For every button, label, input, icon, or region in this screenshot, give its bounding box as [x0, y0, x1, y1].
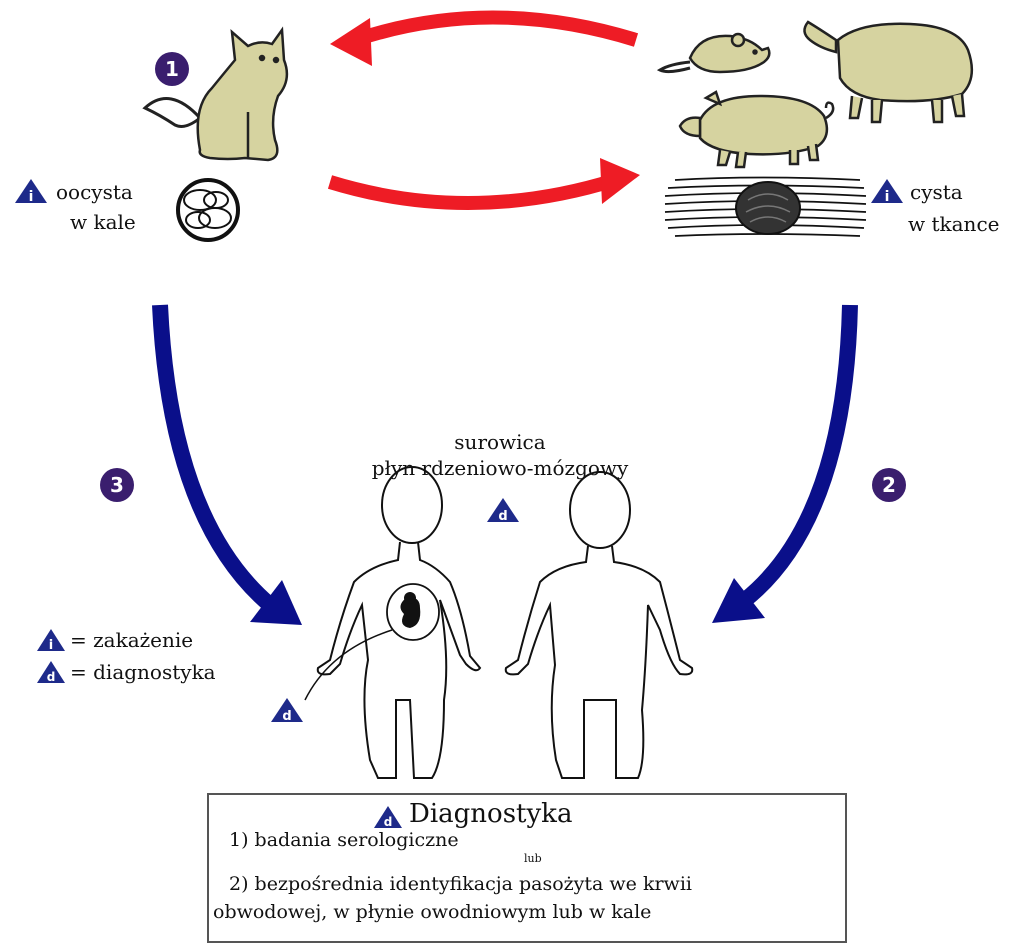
- cyst-label-line2: w tkance: [908, 212, 999, 236]
- tissue-cyst-icon: [665, 178, 866, 237]
- csf-label: płyn rdzeniowo-mózgowy: [320, 456, 680, 480]
- sheep-icon: [804, 22, 971, 122]
- diagnostics-badge: d: [373, 805, 403, 829]
- cat-icon: [145, 30, 287, 160]
- svg-text:i: i: [885, 189, 890, 204]
- legend-diagnosis-badge: d: [36, 660, 66, 684]
- legend-infection-badge: i: [36, 628, 66, 652]
- oocyst-label-line1: oocysta: [56, 180, 133, 204]
- step-1-badge: 1: [155, 52, 189, 86]
- diagnostics-item-1: 1) badania serologiczne: [229, 829, 459, 851]
- svg-text:d: d: [384, 815, 393, 829]
- infection-badge-cyst: i: [870, 178, 904, 204]
- diagnostics-or: lub: [524, 852, 542, 865]
- blue-arrow-left: [160, 305, 302, 625]
- diagnostics-item-2-line1: 2) bezpośrednia identyfikacja pasożyta w…: [229, 873, 692, 895]
- mouse-icon: [660, 34, 769, 72]
- legend-diagnosis-label: = diagnostyka: [70, 660, 216, 684]
- diagnosis-badge-serum: d: [486, 497, 520, 523]
- oocyst-label-line2: w kale: [70, 210, 136, 234]
- cyst-label-line1: cysta: [910, 180, 963, 204]
- diagnostics-title: Diagnostyka: [409, 799, 572, 829]
- oocyst-icon: [178, 180, 238, 240]
- svg-text:i: i: [49, 638, 53, 652]
- svg-text:d: d: [498, 509, 507, 523]
- diagnostics-item-2-line2: obwodowej, w płynie owodniowym lub w kal…: [213, 901, 651, 923]
- legend-infection-label: = zakażenie: [70, 628, 193, 652]
- step-3-badge: 3: [100, 468, 134, 502]
- serum-label: surowica: [340, 430, 660, 454]
- pig-icon: [680, 92, 833, 167]
- diagnostics-box: d Diagnostyka 1) badania serologiczne lu…: [207, 793, 847, 943]
- step-2-badge: 2: [872, 468, 906, 502]
- red-arrow-bottom: [330, 158, 640, 204]
- infection-badge-oocyst: i: [14, 178, 48, 204]
- red-arrow-top: [330, 18, 636, 67]
- svg-text:d: d: [47, 670, 56, 684]
- svg-text:i: i: [29, 189, 34, 204]
- human-male-icon: [506, 472, 693, 778]
- blue-arrow-right: [712, 305, 850, 623]
- svg-text:d: d: [282, 709, 291, 723]
- fetus-icon: [387, 584, 439, 640]
- diagnosis-badge-fetus: d: [270, 697, 304, 723]
